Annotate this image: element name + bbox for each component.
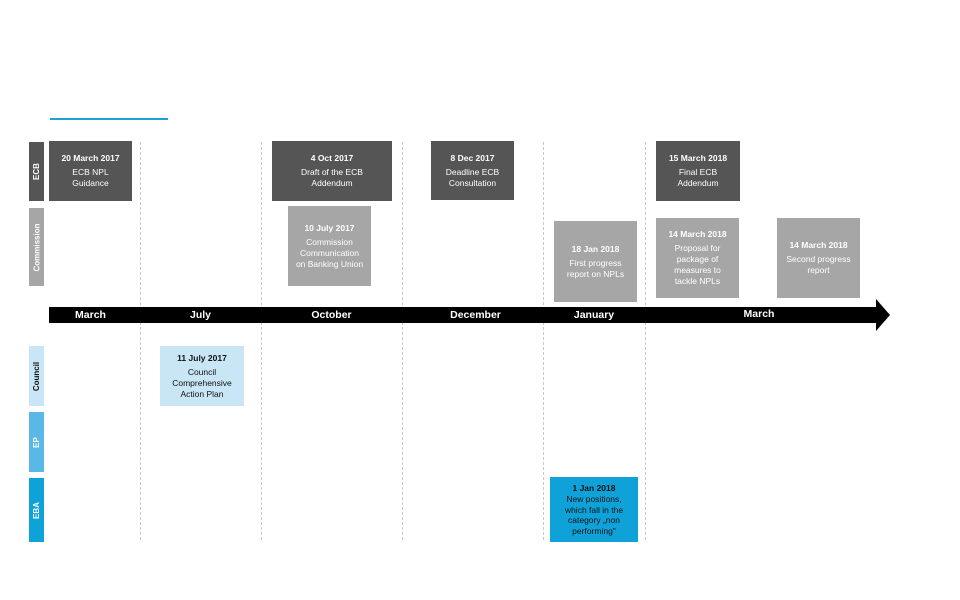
event-date: 4 Oct 2017 (310, 153, 354, 163)
event-commission-first-progress: 18 Jan 2018 First progress report on NPL… (554, 221, 637, 302)
period-divider (140, 142, 141, 540)
event-eba-new-positions: 1 Jan 2018 New positions, which fall in … (550, 477, 638, 542)
timeline-arrowhead (876, 299, 890, 331)
lane-ecb-label: ECB (32, 163, 42, 180)
event-ecb-final-addendum: 15 March 2018 Final ECB Addendum (656, 141, 740, 201)
event-text: Commission Communication on Banking Unio… (295, 236, 364, 269)
event-text: Second progress report (786, 254, 851, 275)
month-label: January (573, 309, 615, 321)
month-label: July (189, 309, 211, 321)
lane-ep: EP (29, 412, 44, 472)
event-text: New positions, which fall in the categor… (564, 494, 624, 536)
lane-council-label: Council (32, 361, 41, 391)
timeline-bar (49, 307, 877, 323)
event-date: 15 March 2018 (668, 153, 728, 163)
lane-commission: Commission (29, 208, 44, 286)
event-date: 11 July 2017 (177, 352, 227, 363)
event-text: ECB NPL Guidance (72, 167, 109, 188)
event-date: 20 March 2017 (61, 153, 120, 163)
event-date: 1 Jan 2018 (572, 482, 616, 493)
event-text: Council Comprehensive Action Plan (172, 366, 232, 399)
lane-commission-label: Commission (32, 222, 42, 272)
event-ecb-draft-addendum: 4 Oct 2017 Draft of the ECB Addendum (272, 141, 392, 201)
event-ecb-deadline-consultation: 8 Dec 2017 Deadline ECB Consultation (431, 141, 514, 200)
lane-ep-label: EP (31, 436, 41, 448)
event-ecb-npl-guidance: 20 March 2017 ECB NPL Guidance (49, 141, 132, 201)
month-label: March (743, 308, 775, 320)
event-date: 10 July 2017 (304, 222, 355, 233)
event-date: 18 Jan 2018 (571, 243, 620, 254)
event-text: Proposal for package of measures to tack… (674, 243, 721, 286)
title-underline (50, 118, 168, 120)
period-divider (645, 142, 646, 540)
lane-eba-label: EBA (32, 501, 42, 519)
month-label: March (75, 309, 106, 321)
event-text: Deadline ECB Consultation (445, 166, 500, 188)
period-divider (543, 142, 544, 540)
event-date: 8 Dec 2017 (450, 152, 495, 163)
event-commission-second-progress: 14 March 2018 Second progress report (777, 218, 860, 298)
event-text: Final ECB Addendum (677, 167, 719, 188)
event-date: 14 March 2018 (668, 229, 727, 239)
event-commission-proposal-package: 14 March 2018 Proposal for package of me… (656, 218, 739, 298)
lane-council: Council (29, 346, 44, 406)
period-divider (402, 142, 403, 540)
period-divider (261, 142, 262, 540)
month-label: October (311, 309, 352, 321)
lane-ecb: ECB (29, 142, 44, 201)
event-date: 14 March 2018 (789, 240, 848, 250)
event-commission-communication: 10 July 2017 Commission Communication on… (288, 206, 371, 286)
event-text: Draft of the ECB Addendum (301, 167, 363, 188)
event-council-action-plan: 11 July 2017 Council Comprehensive Actio… (160, 346, 244, 406)
lane-eba: EBA (29, 478, 44, 542)
month-label: December (450, 309, 501, 321)
event-text: First progress report on NPLs (566, 257, 625, 279)
